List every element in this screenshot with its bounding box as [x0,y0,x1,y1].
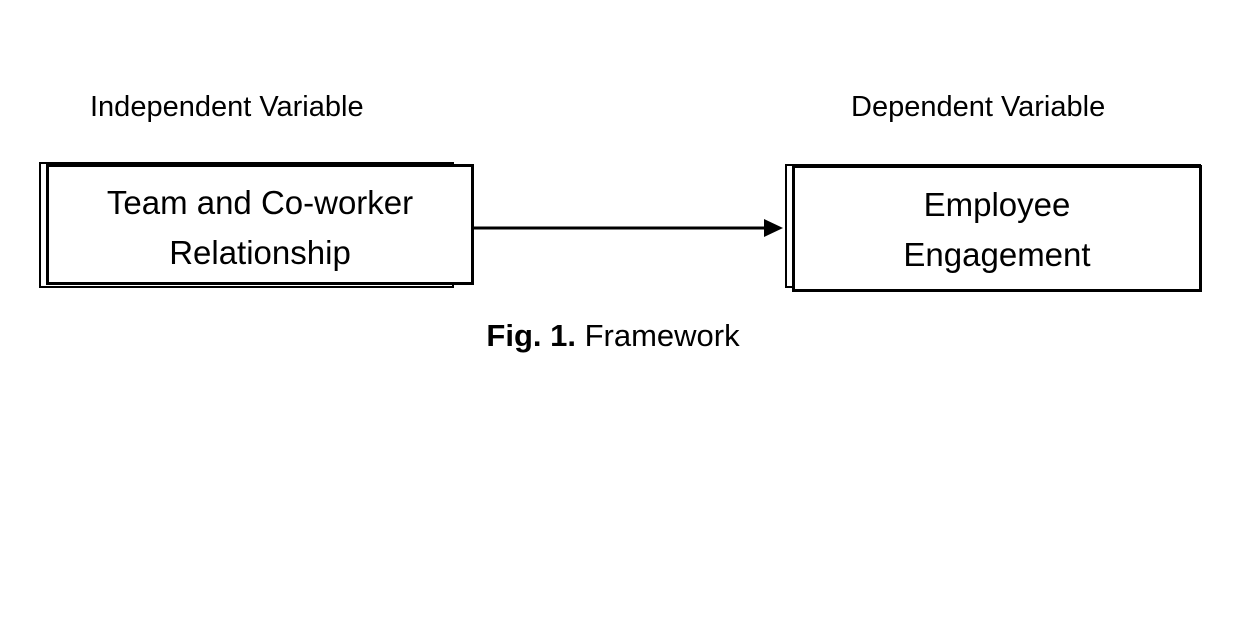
independent-variable-box: Team and Co-worker Relationship [46,164,474,285]
dependent-variable-heading: Dependent Variable [851,91,1106,123]
independent-box-line-1: Team and Co-worker [106,183,414,221]
dependent-box-line-2: Engagement [903,235,1091,273]
arrow-head [764,219,783,237]
dependent-box-line-1: Employee [923,185,1071,223]
figure-caption-text: Framework [584,318,740,353]
independent-box-line-2: Relationship [169,233,351,271]
dependent-variable-box: Employee Engagement [792,165,1202,292]
figure-caption-label: Fig. 1. [486,318,576,353]
figure-caption: Fig. 1. Framework [0,316,1226,356]
independent-variable-heading: Independent Variable [90,91,364,123]
